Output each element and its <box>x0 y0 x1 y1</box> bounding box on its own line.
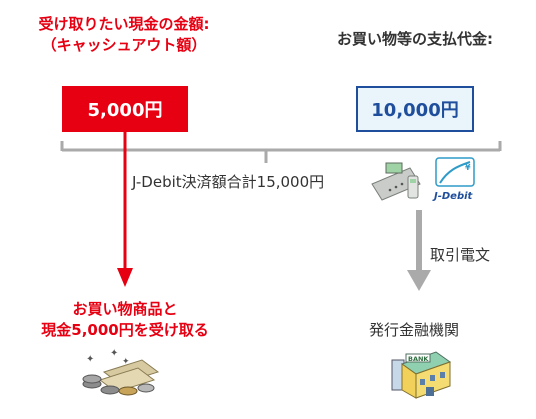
purchase-amount-box: 10,000円 <box>356 86 474 132</box>
purchase-title: お買い物等の支払代金: <box>337 30 493 48</box>
receive-line1: お買い物商品と <box>72 300 178 318</box>
jdebit-logo-text: J-Debit <box>432 191 474 202</box>
transaction-message-label: 取引電文 <box>430 246 491 264</box>
cashout-amount-box: 5,000円 <box>62 86 188 132</box>
jdebit-total-label: J-Debit決済額合計15,000円 <box>132 173 325 191</box>
cashout-title: 受け取りたい現金の金額: （キャッシュアウト額） <box>0 14 248 56</box>
cashout-arrow <box>117 132 133 287</box>
jdebit-yen-symbol: ¥ <box>465 163 471 172</box>
jdebit-logo-icon: ¥ J-Debit <box>432 157 475 202</box>
bank-sign-text: BANK <box>408 355 429 363</box>
payment-terminal-icon <box>371 162 421 201</box>
svg-text:✦: ✦ <box>122 357 130 367</box>
cashout-title-line2: （キャッシュアウト額） <box>41 36 207 54</box>
svg-text:✦: ✦ <box>86 354 94 365</box>
issuing-bank-label: 発行金融機関 <box>368 321 459 339</box>
cashout-title-line1: 受け取りたい現金の金額: <box>38 15 210 33</box>
receive-description: お買い物商品と 現金5,000円を受け取る <box>0 299 250 341</box>
total-bracket <box>60 141 502 163</box>
svg-text:✦: ✦ <box>110 348 118 359</box>
transaction-arrow <box>407 210 431 291</box>
cash-coins-icon: ✦ ✦ ✦ <box>82 348 160 396</box>
receive-line2: 現金5,000円を受け取る <box>41 321 209 339</box>
bank-building-icon: BANK <box>391 351 452 399</box>
